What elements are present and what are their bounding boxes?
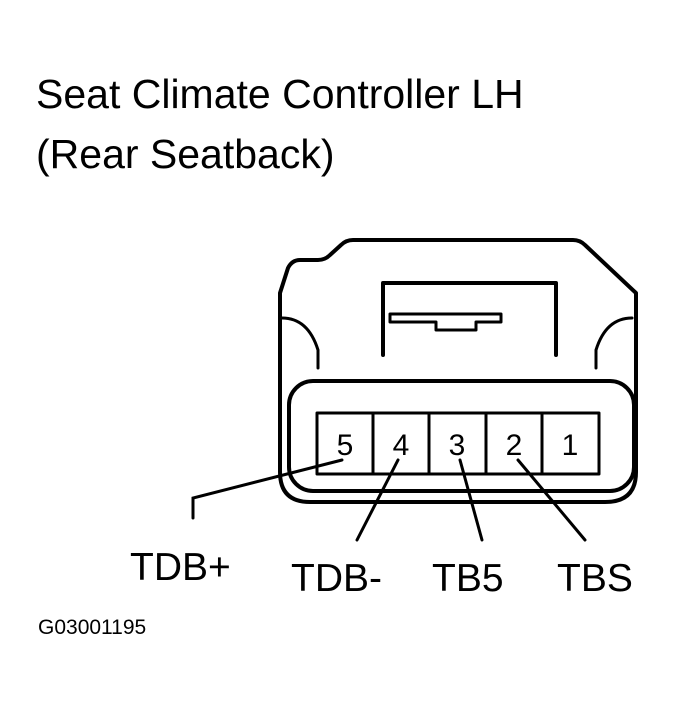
signal-label-tbs: TBS [557, 557, 633, 600]
leader-line-pin-2 [516, 458, 587, 542]
signal-label-tdb-minus: TDB- [291, 557, 382, 600]
connector-housing-outer [278, 238, 638, 504]
housing-shoulder-right [594, 316, 634, 370]
connector-cavity [287, 379, 636, 493]
leader-line-pin-3 [458, 458, 484, 542]
leader-line-pin-4 [355, 458, 400, 542]
housing-shoulder-left [280, 316, 320, 370]
pin-number-1: 1 [562, 429, 579, 462]
figure-id: G03001195 [38, 616, 147, 639]
pin-number-4: 4 [393, 429, 410, 462]
lock-tab-notch [388, 312, 503, 332]
diagram-title-line-1: Seat Climate Controller LH [36, 71, 524, 117]
lock-tab [381, 281, 558, 357]
pin-number-5: 5 [337, 429, 354, 462]
signal-label-tb5: TB5 [432, 557, 504, 600]
pin-number-2: 2 [506, 429, 523, 462]
leader-line-pin-5 [191, 458, 344, 520]
diagram-title-line-2: (Rear Seatback) [36, 131, 335, 177]
pin-number-3: 3 [449, 429, 466, 462]
signal-label-tdb-plus: TDB+ [130, 546, 231, 589]
terminal-block [315, 411, 601, 476]
